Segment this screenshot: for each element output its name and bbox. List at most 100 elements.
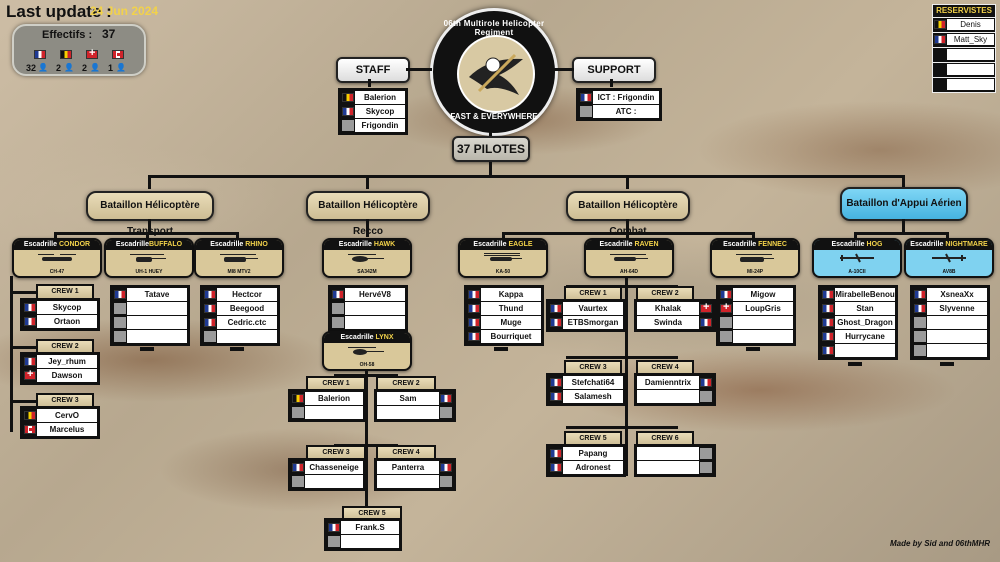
count-france: 32 — [26, 63, 37, 73]
squadron-roster: XsneaXx Slyvenne — [910, 285, 990, 360]
reservist-name: Matt_Sky — [947, 34, 994, 45]
crew-list: Stefchati64 Salamesh — [546, 373, 626, 406]
battalion-transport: Bataillon Hélicoptère Transport — [86, 191, 214, 237]
list-item: LoupGris — [719, 301, 793, 315]
crew-list: Skycop Ortaon — [20, 298, 100, 331]
list-item: Frigondin — [341, 119, 405, 132]
list-item — [821, 344, 895, 357]
crew-list: Khalak Swinda — [634, 299, 716, 332]
list-item — [327, 535, 399, 548]
squadron-roster: HervéV8 — [328, 285, 408, 332]
reservist-name — [947, 64, 994, 75]
france-flag-icon — [580, 93, 592, 102]
list-item — [113, 330, 187, 343]
person-icon: 👤 — [64, 63, 74, 72]
france-flag-icon — [114, 290, 126, 299]
squadron-lynx: Escadrille LYNX OH-58 — [322, 331, 412, 371]
list-item — [377, 475, 453, 488]
helicopter-icon — [484, 253, 522, 261]
list-item: XsneaXx — [913, 288, 987, 301]
france-flag-icon — [468, 304, 480, 313]
staff-pill: STAFF — [336, 57, 410, 83]
list-item: Damienntrix — [637, 376, 713, 389]
crew-list: Sam — [374, 389, 456, 422]
canada-flag-icon — [24, 425, 36, 434]
list-item: CervO — [23, 409, 97, 422]
switzerland-flag-icon — [700, 301, 712, 313]
emblem-motto: FAST & EVERYWHERE — [450, 112, 538, 121]
list-item — [637, 461, 713, 474]
battalion-combat: Bataillon Hélicoptère Combat — [566, 191, 690, 237]
list-item: MirabelleBenou — [821, 288, 895, 301]
belgium-flag-icon — [24, 411, 36, 420]
reservist-row: Denis — [932, 18, 996, 33]
effectifs-label: Effectifs : — [42, 29, 93, 41]
squadron-hawk: Escadrille HAWK SA342M — [322, 238, 412, 278]
france-flag-icon — [550, 392, 562, 401]
list-item: Marcelus — [23, 423, 97, 436]
list-item — [331, 302, 405, 315]
helicopter-icon — [130, 254, 166, 262]
crew-list: Frank.S — [324, 518, 402, 551]
france-flag-icon — [440, 394, 452, 403]
france-flag-icon — [720, 290, 732, 299]
france-flag-icon — [914, 304, 926, 313]
helicopter-icon — [736, 254, 774, 262]
france-flag-icon — [550, 378, 562, 387]
france-flag-icon — [700, 318, 712, 327]
list-item: Thund — [467, 302, 541, 315]
list-item — [913, 330, 987, 343]
france-flag-icon — [822, 346, 834, 355]
france-flag-icon — [204, 304, 216, 313]
list-item: Cedric.ctc — [203, 316, 277, 329]
list-item: Migow — [719, 288, 793, 301]
support-pill: SUPPORT — [572, 57, 656, 83]
list-item: HervéV8 — [331, 288, 405, 301]
france-flag-icon — [822, 332, 834, 341]
last-update-label: Last update : — [6, 2, 112, 21]
france-flag-icon — [550, 304, 562, 313]
france-flag-icon — [440, 463, 452, 472]
helicopter-icon — [610, 254, 648, 261]
pilots-count: 37 PILOTES — [452, 136, 530, 162]
crew-list: Chasseneige — [288, 458, 366, 491]
list-item: Balerion — [291, 392, 363, 405]
squadron-raven: Escadrille RAVEN AH-64D — [584, 238, 674, 278]
france-flag-icon — [24, 357, 36, 366]
credit-text: Made by Sid and 06thMHR — [889, 539, 990, 548]
reservist-name — [947, 79, 994, 90]
reservist-row: Matt_Sky — [932, 33, 996, 48]
switzerland-flag-icon — [24, 368, 36, 380]
list-item: Beegood — [203, 302, 277, 315]
list-item — [913, 344, 987, 357]
france-flag-icon — [550, 449, 562, 458]
list-item — [637, 447, 713, 460]
battalion-recco: Bataillon Hélicoptère Recco — [306, 191, 430, 237]
list-item: Hurrycane — [821, 330, 895, 343]
squadron-hog: Escadrille HOG A-10CII — [812, 238, 902, 278]
support-list: ICT : Frigondin ATC : — [576, 88, 662, 121]
helicopter-icon — [348, 347, 384, 355]
count-belgium: 2 — [56, 63, 62, 73]
list-item — [331, 316, 405, 329]
list-item — [291, 475, 363, 488]
france-flag-icon — [34, 50, 46, 59]
list-item: Ghost_Dragon — [821, 316, 895, 329]
list-item — [113, 302, 187, 315]
eagle-warrior-icon — [469, 53, 523, 95]
list-item: Panterra — [377, 461, 453, 474]
squadron-rhino: Escadrille RHINO MI8 MTV2 — [194, 238, 284, 278]
belgium-flag-icon — [934, 20, 946, 29]
list-item: Vaurtex — [549, 302, 623, 315]
reservist-name — [947, 49, 994, 60]
france-flag-icon — [328, 523, 340, 532]
squadron-eagle: Escadrille EAGLE KA-50 — [458, 238, 548, 278]
list-item: Sam — [377, 392, 453, 405]
squadron-condor: Escadrille CONDOR CH-47 — [12, 238, 102, 278]
list-item: Salamesh — [549, 390, 623, 403]
helicopter-icon — [348, 254, 384, 262]
regiment-emblem: 06th Multirole Helicopter Regiment FAST … — [430, 8, 558, 136]
belgium-flag-icon — [342, 93, 354, 102]
emblem-top-text: 06th Multirole Helicopter Regiment — [443, 19, 545, 37]
squadron-roster: Kappa Thund Muge Bourriquet — [464, 285, 544, 346]
